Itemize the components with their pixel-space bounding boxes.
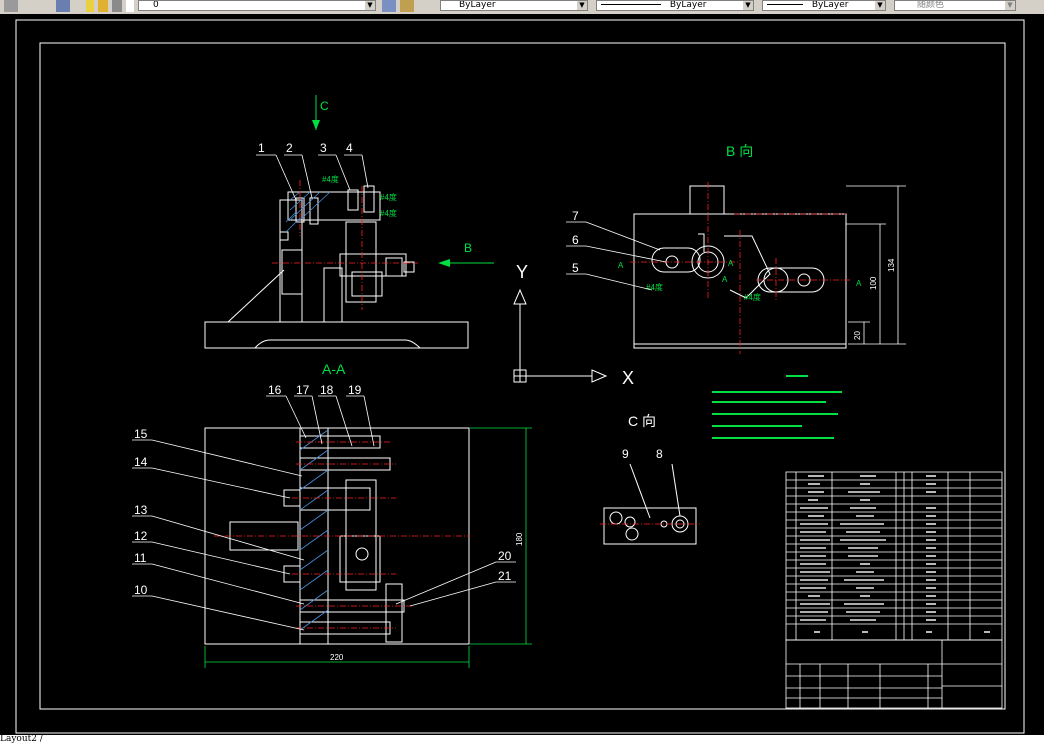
- ucs-y-label: Y: [516, 262, 528, 282]
- part-number: 14: [134, 455, 148, 469]
- svg-text:#4度: #4度: [380, 208, 397, 218]
- part-number: 17: [296, 383, 310, 397]
- color-swatch-icon[interactable]: [126, 0, 134, 12]
- linetype-sample: [601, 4, 661, 5]
- part-number: 11: [134, 551, 147, 565]
- title-block: [785, 639, 1003, 709]
- part-number: 7: [572, 209, 579, 223]
- view-b-title: B 向: [726, 143, 753, 159]
- dim-b-mid: 100: [869, 276, 878, 290]
- part-number: 2: [286, 141, 293, 155]
- part-number: 18: [320, 383, 334, 397]
- lineweight-dropdown[interactable]: ByLayer ▼: [762, 0, 886, 11]
- part-number: 16: [268, 383, 282, 397]
- layer-previous-icon[interactable]: [400, 0, 414, 12]
- view-b-arrow: B: [438, 241, 494, 267]
- lock-icon[interactable]: [112, 0, 122, 12]
- lineweight-sample: [767, 4, 803, 5]
- view-b-arrow-label: B: [464, 241, 472, 255]
- make-current-layer-icon[interactable]: [382, 0, 396, 12]
- section-hatch: [299, 429, 329, 631]
- view-b-annotations: #4度 #4度 A A A A: [618, 259, 862, 302]
- view-c-arrow: C: [312, 95, 329, 130]
- part-number: 3: [320, 141, 327, 155]
- section-title: A-A: [322, 361, 346, 377]
- section-marker: A: [856, 279, 862, 288]
- leaders-10-21: [132, 395, 516, 631]
- linetype-dropdown-value: ByLayer: [669, 0, 707, 10]
- part-number: 15: [134, 427, 148, 441]
- view-b-dims: [846, 185, 906, 345]
- drawing-svg[interactable]: #4度 #4度 #4度 C B: [0, 14, 1044, 735]
- svg-text:#4度: #4度: [380, 192, 397, 202]
- part-number: 19: [348, 383, 362, 397]
- technical-notes: [712, 375, 842, 439]
- paper-border: [15, 19, 1025, 734]
- dim-width: 220: [330, 653, 344, 662]
- section-marker: A: [728, 259, 734, 268]
- section-dims: [204, 427, 532, 668]
- sun-icon[interactable]: [98, 0, 108, 12]
- part-number: 12: [134, 529, 148, 543]
- ucs-icon: [513, 288, 608, 383]
- part-number: 1: [258, 141, 265, 155]
- chevron-down-icon[interactable]: ▼: [875, 1, 885, 10]
- view-c-title: C 向: [628, 413, 656, 429]
- part-number: 8: [656, 447, 663, 461]
- part-number: 13: [134, 503, 148, 517]
- part-number: 20: [498, 549, 512, 563]
- part-number: 4: [346, 141, 353, 155]
- linetype-dropdown[interactable]: ByLayer ▼: [596, 0, 754, 11]
- section-marker: A: [722, 275, 728, 284]
- part-number-labels: 1 2 3 4 5 6 7 8 9 10 11 12 13 14 15 16 1…: [134, 141, 663, 597]
- part-number: 6: [572, 233, 579, 247]
- drawing-canvas[interactable]: #4度 #4度 #4度 C B: [0, 14, 1044, 735]
- dim-b-bottom: 20: [853, 331, 862, 340]
- svg-text:#4度: #4度: [744, 292, 761, 302]
- part-number: 10: [134, 583, 148, 597]
- part-number: 9: [622, 447, 629, 461]
- bom-cell-text: [800, 475, 990, 633]
- plotstyle-dropdown-value: 随颜色: [917, 0, 945, 10]
- bom-table: [785, 471, 1003, 641]
- section-marker: A: [618, 261, 624, 270]
- section-centerlines: [214, 441, 470, 629]
- color-dropdown-value: ByLayer: [459, 0, 496, 10]
- view-b-centerlines: [630, 182, 852, 354]
- layer-dropdown-value: 0: [153, 0, 159, 10]
- leaders-1-4: [256, 154, 369, 201]
- view-c: [603, 463, 697, 545]
- plotstyle-dropdown[interactable]: 随颜色 ▼: [894, 0, 1016, 11]
- front-view-annotations: #4度 #4度 #4度: [322, 174, 397, 218]
- front-view: [204, 185, 469, 349]
- drawing-frame: [39, 42, 1006, 710]
- svg-text:#4度: #4度: [646, 282, 663, 292]
- chevron-down-icon[interactable]: ▼: [365, 1, 375, 10]
- part-number: 5: [572, 261, 579, 275]
- layout-icon[interactable]: [4, 0, 18, 12]
- chevron-down-icon[interactable]: ▼: [577, 1, 587, 10]
- leaders-5-7: [566, 221, 667, 291]
- bulb-icon[interactable]: [86, 0, 94, 12]
- chevron-down-icon[interactable]: ▼: [1005, 1, 1015, 10]
- color-dropdown[interactable]: ByLayer ▼: [440, 0, 588, 11]
- part-number: 21: [498, 569, 512, 583]
- layout-tabs-bar: Layout2 /: [0, 735, 1044, 743]
- dim-b-overall: 134: [887, 258, 896, 272]
- properties-toolbar: 0 ▼ ByLayer ▼ ByLayer ▼ ByLayer ▼ 随颜色 ▼: [0, 0, 1044, 15]
- view-c-arrow-label: C: [320, 99, 329, 113]
- svg-text:#4度: #4度: [322, 174, 339, 184]
- front-view-hatch: [285, 191, 331, 233]
- dim-height: 180: [515, 532, 524, 546]
- view-b-dim-labels: 134 100 20: [853, 258, 896, 340]
- layer-manager-icon[interactable]: [56, 0, 70, 12]
- layer-dropdown[interactable]: 0 ▼: [138, 0, 376, 11]
- ucs-x-label: X: [622, 368, 634, 388]
- chevron-down-icon[interactable]: ▼: [743, 1, 753, 10]
- layout-tab-label[interactable]: Layout2 /: [0, 735, 43, 743]
- front-view-centerlines: [272, 180, 418, 310]
- lineweight-dropdown-value: ByLayer: [811, 0, 849, 10]
